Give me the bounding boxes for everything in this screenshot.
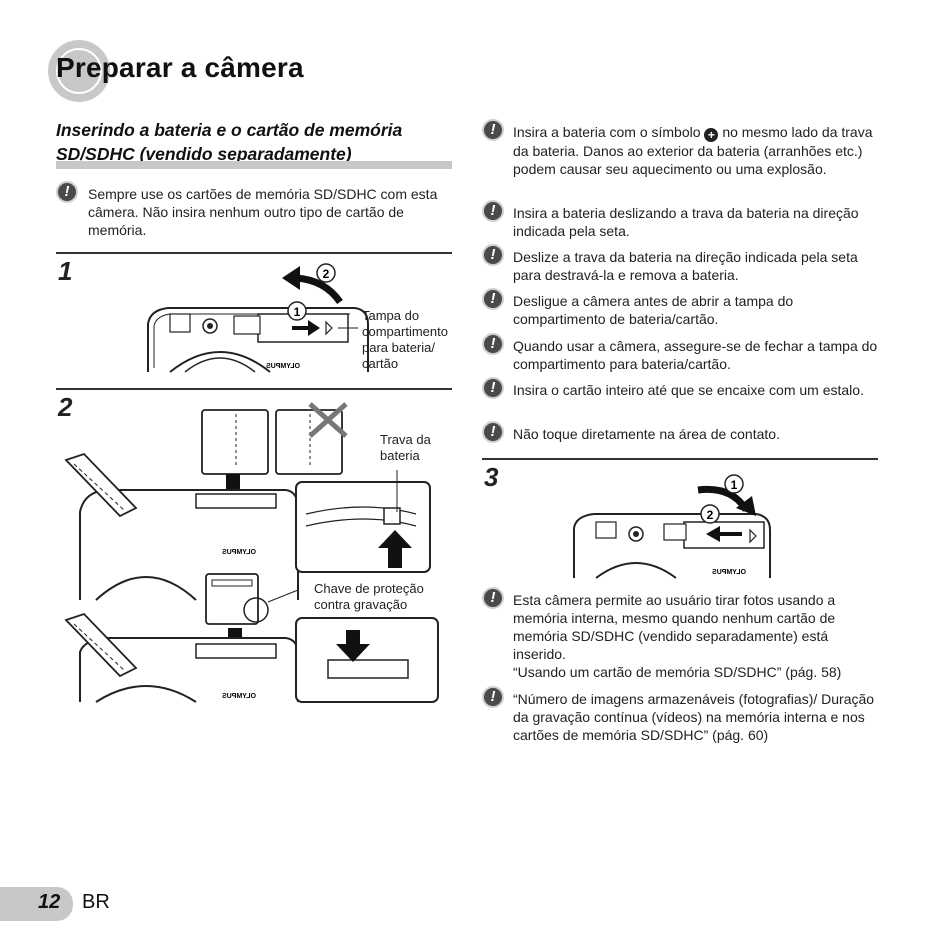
page-number: 12 [38, 891, 61, 913]
caution-icon: ! [56, 181, 78, 203]
cover-label: Tampa do compartimento para bateria/ car… [362, 308, 448, 371]
note-contacts: Não toque diretamente na área de contato… [513, 426, 780, 442]
camera-top-illustration-1: 1 2 OLYMPUS [147, 263, 369, 373]
divider-step2 [56, 388, 452, 390]
section-heading: Inserindo a bateria e o cartão de memóri… [56, 118, 456, 166]
caution-icon: ! [482, 421, 504, 443]
left-note: Sempre use os cartões de memória SD/SDHC… [88, 186, 438, 238]
battery-lock-label: Trava da bateria [380, 432, 431, 463]
card-insert-illustration: OLYMPUS [64, 573, 439, 703]
callout-1: 1 [731, 478, 738, 492]
caution-icon: ! [482, 244, 504, 266]
page-title: Preparar a câmera [56, 52, 304, 83]
divider-step3 [482, 458, 878, 460]
caution-icon: ! [482, 377, 504, 399]
note-close-cover: Quando usar a câmera, assegure-se de fec… [513, 338, 878, 372]
section-heading-line1: Inserindo a bateria e o cartão de memóri… [56, 120, 403, 140]
divider-step1 [56, 252, 452, 254]
language-code: BR [82, 891, 110, 913]
note-internal-memory: Esta câmera permite ao usuário tirar fot… [513, 591, 878, 681]
brand-label: OLYMPUS [222, 549, 256, 556]
brand-label: OLYMPUS [222, 693, 256, 700]
caution-icon: ! [482, 333, 504, 355]
brand-label: OLYMPUS [266, 363, 300, 370]
note-power-off: Desligue a câmera antes de abrir a tampa… [513, 293, 794, 327]
caution-icon: ! [482, 200, 504, 222]
footer-tab [0, 887, 73, 921]
section-heading-line2: SD/SDHC (vendido separadamente) [56, 144, 352, 164]
callout-2: 2 [323, 267, 330, 281]
step-number: 3 [484, 462, 499, 492]
step-number: 1 [58, 256, 73, 286]
callout-1: 1 [294, 305, 301, 319]
title-circle-icon [48, 40, 110, 102]
write-protect-label: Chave de proteção contra gravação [314, 581, 424, 612]
note-battery-lock: Insira a bateria deslizando a trava da b… [513, 205, 859, 239]
battery-insert-illustration: OLYMPUS [64, 402, 431, 601]
reference-link-58[interactable]: “Usando um cartão de memória SD/SDHC” (p… [513, 664, 842, 680]
note-insert-card: Insira o cartão inteiro até que se encai… [513, 382, 864, 398]
caution-icon: ! [482, 587, 504, 609]
callout-2: 2 [707, 508, 714, 522]
caution-icon: ! [482, 119, 504, 141]
note-remove-battery: Deslize a trava da bateria na direção in… [513, 249, 858, 283]
caution-icon: ! [482, 288, 504, 310]
reference-link-60[interactable]: “Número de imagens armazenáveis (fotogra… [513, 691, 875, 743]
camera-top-illustration-3: 1 2 OLYMPUS [573, 474, 771, 579]
caution-icon: ! [482, 686, 504, 708]
note-battery-symbol: Insira a bateria com o símbolo + no mesm… [513, 124, 873, 177]
heading-underline [56, 161, 452, 169]
step-number: 2 [58, 392, 73, 422]
plus-circle-icon: + [704, 128, 719, 142]
brand-label: OLYMPUS [712, 569, 746, 576]
